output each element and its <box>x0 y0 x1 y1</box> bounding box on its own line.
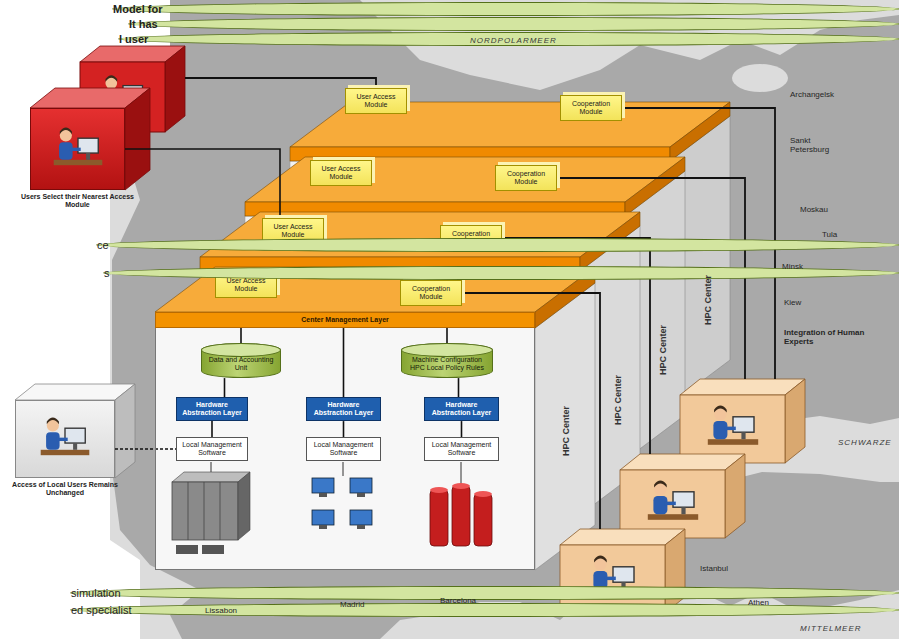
side-label: HPC Center <box>658 325 668 375</box>
node-text: User Access Module <box>218 277 274 293</box>
city-name: Archangelsk <box>790 90 834 99</box>
abstraction-layer: Hardware Abstraction Layer <box>176 397 248 421</box>
sea-name: NORDPOLARMEER <box>470 36 557 45</box>
local-user-box <box>15 384 135 478</box>
remote-user-box: Users Select their Nearest Access Module <box>30 108 125 190</box>
management-software: Local Management Software <box>306 437 381 461</box>
city-name: Sankt Petersburg <box>790 136 850 154</box>
cylinder-top <box>401 343 493 357</box>
city-name: Madrid <box>340 600 364 609</box>
cooperation-module: Cooperation Module <box>495 165 557 191</box>
connector-line <box>240 328 242 343</box>
vector-computer <box>430 483 492 546</box>
node-text: Center Management Layer <box>158 316 532 324</box>
database-cylinder: Machine Configuration HPC Local Policy R… <box>401 343 493 378</box>
city-name: Tula <box>822 230 837 239</box>
city-name: Minsk <box>782 262 803 271</box>
remote-user-box <box>30 46 185 190</box>
user-icon <box>51 122 105 176</box>
text-fragment: simulation <box>70 586 899 600</box>
text-fragment: ed specialist <box>70 603 899 617</box>
connector-line <box>343 421 345 437</box>
caption-fragment: It has <box>128 17 899 31</box>
group-label: Integration of Human Experts <box>784 328 884 346</box>
local-user-box: Access of Local Users Remains Unchanged <box>15 400 115 478</box>
connector-line <box>458 378 460 397</box>
text-fragment: ce <box>96 238 899 252</box>
city-name: Moskau <box>800 205 828 214</box>
text-fragment: s <box>103 266 899 280</box>
node-text: Cooperation Module <box>498 170 554 186</box>
management-software: Local Management Software <box>176 437 248 461</box>
node-text: Cooperation Module <box>563 100 619 116</box>
network-wire <box>185 78 775 529</box>
city-name: Athen <box>748 598 769 607</box>
box-caption: Access of Local Users Remains Unchanged <box>1 481 129 497</box>
human-expert-box <box>560 379 805 613</box>
node-text: User Access Module <box>313 165 369 181</box>
database-cylinder: Data and Accounting Unit <box>201 343 281 378</box>
connector-line <box>211 421 213 437</box>
node-text: Local Management Software <box>309 441 378 457</box>
box-caption: Users Select their Nearest Access Module <box>16 193 139 209</box>
supercomputer <box>172 472 250 554</box>
city-name: Barcelona <box>440 596 476 605</box>
caption-fragment: Model for <box>112 2 899 16</box>
sea <box>110 0 899 639</box>
hpc-center: HPC CenterCenter Management LayerData an… <box>155 312 535 570</box>
cooperation-module: Cooperation Module <box>560 95 622 121</box>
sea-name: MITTELMEER <box>800 624 862 633</box>
node-text: Hardware Abstraction Layer <box>179 401 245 417</box>
management-software: Local Management Software <box>424 437 499 461</box>
node-text: Machine Configuration HPC Local Policy R… <box>406 356 488 372</box>
city-name: Lissabon <box>205 606 237 615</box>
city-name: Istanbul <box>700 564 728 573</box>
node-text: Hardware Abstraction Layer <box>427 401 496 417</box>
node-text: User Access Module <box>348 93 404 109</box>
node-text: Data and Accounting Unit <box>206 356 276 372</box>
user-icon <box>38 412 92 466</box>
city-name: Kiew <box>784 298 801 307</box>
node-text: User Access Module <box>265 223 321 239</box>
cylinder-top <box>201 343 281 357</box>
cooperation-module: Cooperation Module <box>400 280 462 306</box>
node-text: Local Management Software <box>427 441 496 457</box>
abstraction-layer: Hardware Abstraction Layer <box>424 397 499 421</box>
access-module: User Access Module <box>310 160 372 186</box>
connector-line <box>125 149 280 218</box>
node-text: Local Management Software <box>179 441 245 457</box>
abstraction-layer: Hardware Abstraction Layer <box>306 397 381 421</box>
node-text: Hardware Abstraction Layer <box>309 401 378 417</box>
side-label: HPC Center <box>703 275 713 325</box>
node-text: Cooperation Module <box>403 285 459 301</box>
side-label: HPC Center <box>613 375 623 425</box>
connector-line <box>461 421 463 437</box>
access-module: User Access Module <box>345 88 407 114</box>
land <box>112 0 899 639</box>
sea-name: SCHWARZE <box>838 438 892 447</box>
hpc-center-stack <box>155 102 730 570</box>
connector-line <box>224 378 226 397</box>
side-label: HPC Center <box>561 406 571 456</box>
pc-cluster <box>312 478 372 529</box>
connector-line <box>115 448 176 450</box>
connector-line <box>446 328 448 343</box>
connector-line <box>343 328 345 397</box>
management-layer: Center Management Layer <box>155 312 535 328</box>
